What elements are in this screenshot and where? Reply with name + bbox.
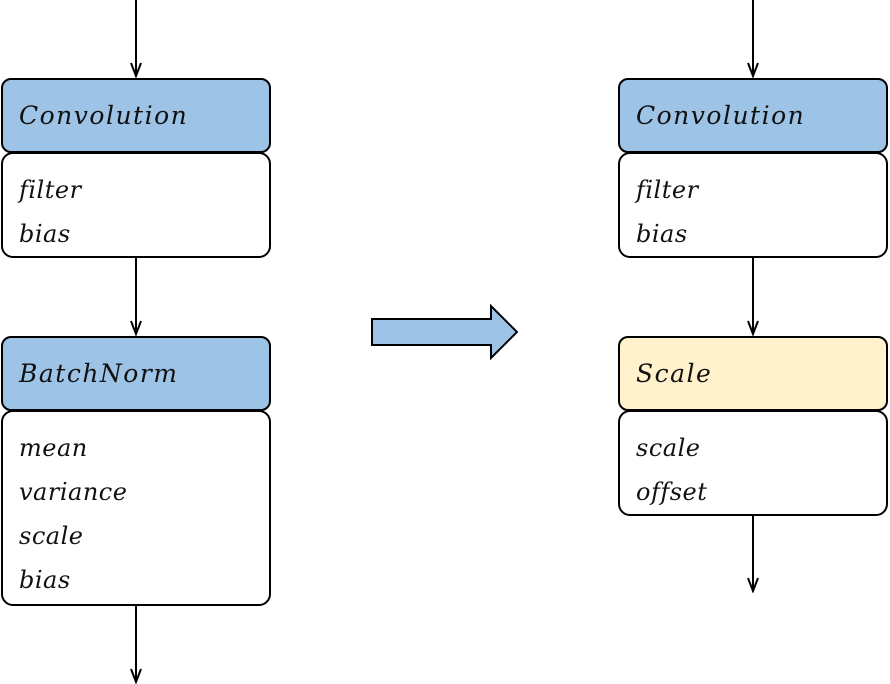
param-bias: bias — [636, 220, 688, 248]
param-bias: bias — [19, 220, 71, 248]
left-batchnorm-header: BatchNorm — [1, 336, 271, 411]
left-convolution-title: Convolution — [19, 101, 189, 130]
right-scale-params: scale offset — [618, 410, 888, 516]
right-convolution-title: Convolution — [636, 101, 806, 130]
right-convolution-params: filter bias — [618, 152, 888, 258]
param-filter: filter — [19, 176, 82, 204]
param-scale: scale — [636, 434, 701, 462]
left-convolution-header: Convolution — [1, 78, 271, 153]
right-scale-header: Scale — [618, 336, 888, 411]
right-scale-title: Scale — [636, 359, 713, 388]
right-convolution-header: Convolution — [618, 78, 888, 153]
param-bias: bias — [19, 566, 71, 594]
param-filter: filter — [636, 176, 699, 204]
transform-arrow — [371, 303, 519, 361]
param-mean: mean — [19, 434, 88, 462]
left-batchnorm-title: BatchNorm — [19, 359, 179, 388]
left-convolution-params: filter bias — [1, 152, 271, 258]
param-variance: variance — [19, 478, 128, 506]
left-batchnorm-params: mean variance scale bias — [1, 410, 271, 606]
param-scale: scale — [19, 522, 84, 550]
param-offset: offset — [636, 478, 708, 506]
